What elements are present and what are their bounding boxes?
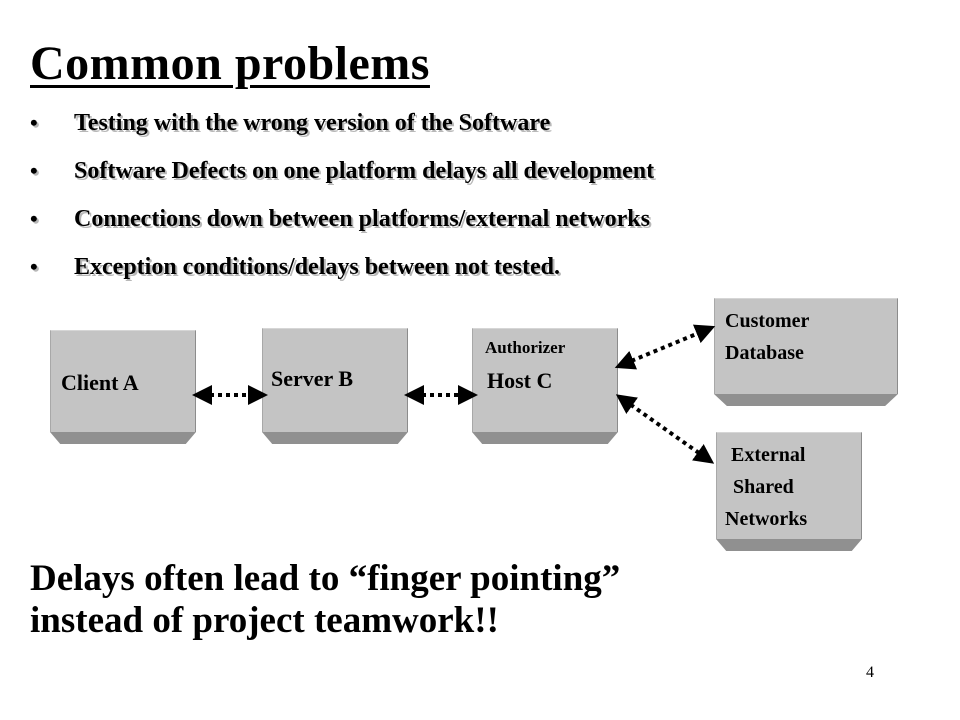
host-external-arrow (615, 394, 715, 464)
footer-line-1: Delays often lead to “finger pointing” (30, 558, 621, 599)
host-c-box: Authorizer Host C (472, 328, 618, 444)
slide-title: Common problems (30, 37, 430, 90)
bullet-text: Testing with the wrong version of the So… (74, 110, 551, 136)
client-a-label: Client A (61, 370, 139, 395)
client-a-box-base (50, 432, 196, 444)
footer-line-2: instead of project teamwork!! (30, 600, 499, 641)
footer-statement: Delays often lead to “finger pointing” i… (30, 558, 620, 642)
customer-database-box-base (714, 394, 898, 406)
bullet-text: Connections down between platforms/exter… (74, 206, 650, 232)
external-networks-label-line1: External (731, 444, 806, 466)
host-customer-arrow (614, 324, 716, 370)
external-networks-box: External Shared Networks (716, 432, 862, 551)
host-c-label: Host C (487, 368, 553, 393)
client-a-box: Client A (50, 330, 196, 444)
bullet-dot-icon: • (30, 158, 38, 183)
external-networks-box-base (716, 539, 862, 551)
page-number: 4 (866, 664, 874, 681)
bullet-text: Exception conditions/delays between not … (74, 254, 560, 280)
bullet-text: Software Defects on one platform delays … (74, 158, 655, 184)
host-c-caption: Authorizer (485, 338, 566, 357)
bullet-dot-icon: • (30, 110, 38, 135)
host-c-box-base (472, 432, 618, 444)
bullet-dot-icon: • (30, 206, 38, 231)
external-networks-label-line2: Shared (733, 476, 794, 498)
customer-database-label-line2: Database (725, 342, 804, 364)
customer-database-box: Customer Database (714, 298, 898, 406)
external-networks-label-line3: Networks (725, 508, 808, 530)
bullet-dot-icon: • (30, 254, 38, 279)
server-b-box-base (262, 432, 408, 444)
server-b-box: Server B (262, 328, 408, 444)
customer-database-label-line1: Customer (725, 310, 810, 332)
server-b-label: Server B (271, 366, 354, 391)
